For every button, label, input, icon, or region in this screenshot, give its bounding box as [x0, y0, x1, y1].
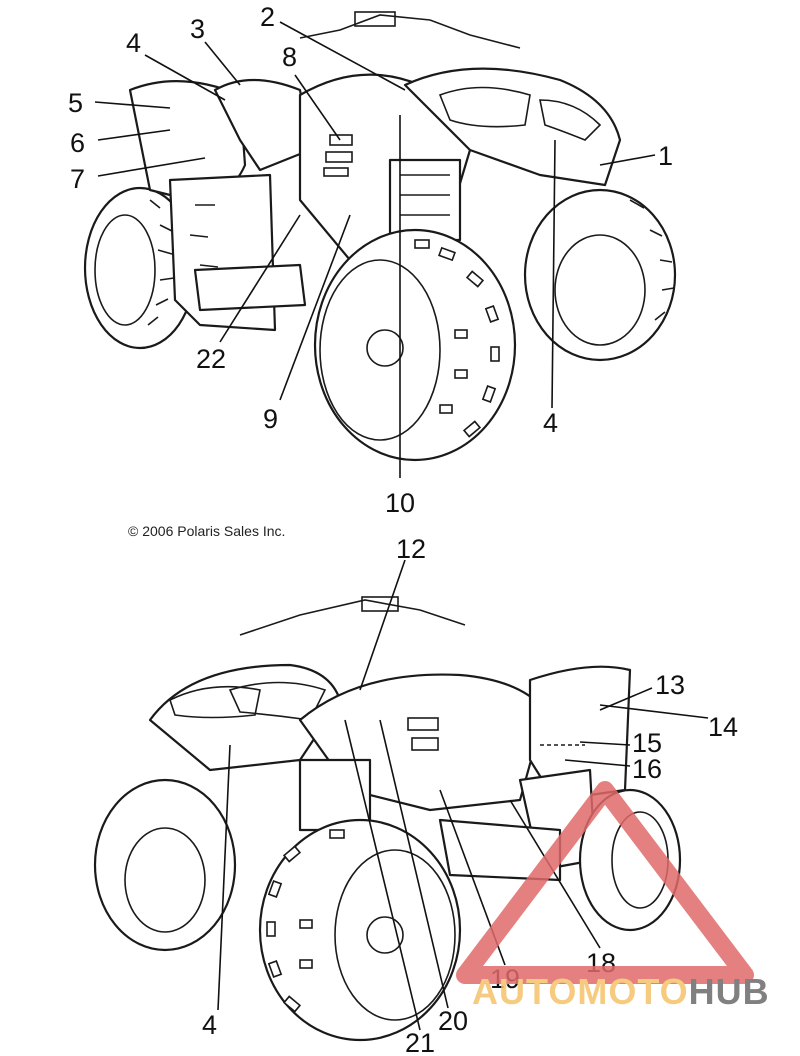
callout-20: 20	[438, 1006, 468, 1036]
callout-4-bottom: 4	[202, 1010, 217, 1040]
watermark-part1: AUTOMOTO	[472, 971, 689, 1012]
automotohub-watermark: AUTOMOTOHUB	[456, 781, 770, 1012]
callout-14: 14	[708, 712, 738, 742]
leader-lines-bottom	[217, 559, 709, 1031]
atv-top-illustration	[83, 11, 677, 462]
callout-1: 1	[658, 141, 673, 171]
callout-22: 22	[196, 344, 226, 374]
leader-lines-top	[94, 21, 656, 478]
front-wheel-right-bottom	[258, 818, 462, 1042]
front-wheel-right-top	[523, 188, 677, 362]
callouts-top: 1 2 3 4 5 6 7 8 22 9 10 4	[68, 2, 673, 518]
callout-15: 15	[632, 728, 662, 758]
atv-bottom-illustration	[93, 596, 682, 1042]
callout-5: 5	[68, 88, 83, 118]
callout-7: 7	[70, 164, 85, 194]
watermark-part2: HUB	[689, 971, 770, 1012]
callout-9: 9	[263, 404, 278, 434]
callout-8: 8	[282, 42, 297, 72]
copyright-text: © 2006 Polaris Sales Inc.	[128, 523, 285, 539]
callout-21: 21	[405, 1028, 435, 1056]
callout-4-top: 4	[126, 28, 141, 58]
seat-top	[213, 78, 312, 172]
callout-6: 6	[70, 128, 85, 158]
callout-3: 3	[190, 14, 205, 44]
watermark-triangle	[456, 781, 754, 984]
callout-2: 2	[260, 2, 275, 32]
callout-4-top-right: 4	[543, 408, 558, 438]
watermark-logo-text: AUTOMOTOHUB	[472, 971, 770, 1012]
front-wheel-left-top	[313, 228, 517, 462]
callout-13: 13	[655, 670, 685, 700]
callout-10: 10	[385, 488, 415, 518]
callout-16: 16	[632, 754, 662, 784]
callout-12: 12	[396, 534, 426, 564]
front-wheel-left-bottom	[93, 778, 237, 952]
